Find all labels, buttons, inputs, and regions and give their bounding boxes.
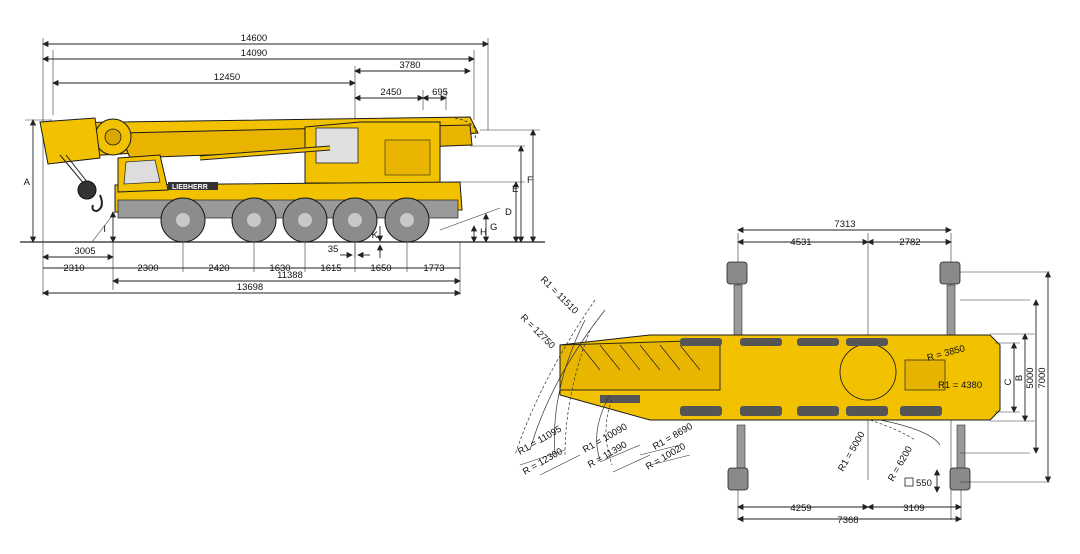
dim-letter-D: D (505, 207, 512, 218)
dim-2782: 2782 (899, 237, 920, 248)
dim-4259: 4259 (790, 503, 811, 514)
wheels (160, 197, 430, 243)
liebherr-logo: LIEBHERR (172, 184, 208, 191)
crane-side-body: LIEBHERR (39, 116, 501, 243)
dim-14600: 14600 (241, 33, 267, 44)
radius-r1-4380: R1 = 4380 (938, 380, 982, 391)
dim-1630: 1630 (269, 263, 290, 274)
dim-letter-A: A (24, 177, 31, 188)
dim-3109: 3109 (903, 503, 924, 514)
dim-letter-B: B (1014, 375, 1025, 381)
dim-2420: 2420 (208, 263, 229, 274)
dim-7313: 7313 (834, 219, 855, 230)
dim-letter-G: G (490, 222, 497, 233)
dim-35: 35 (328, 244, 339, 255)
dim-7000: 7000 (1037, 367, 1048, 388)
dim-2450: 2450 (380, 87, 401, 98)
dim-695: 695 (432, 87, 448, 98)
dim-3780: 3780 (399, 60, 420, 71)
dim-3005: 3005 (74, 246, 95, 257)
dim-12450: 12450 (214, 72, 240, 83)
radius-r1-5000: R1 = 5000 (836, 430, 868, 474)
dim-13698: 13698 (237, 282, 263, 293)
side-view: 14600 14090 12450 3780 2450 695 (20, 33, 545, 297)
dim-7368: 7368 (837, 515, 858, 526)
dim-14090: 14090 (241, 48, 267, 59)
dim-letter-E: E (512, 184, 518, 195)
top-view: 7313 4531 2782 (514, 219, 1052, 526)
dim-letter-K: K (372, 230, 379, 241)
dim-11388: 11388 (277, 270, 303, 281)
dim-letter-I: I (103, 224, 106, 235)
dim-letter-C: C (1003, 378, 1014, 385)
radius-r1-11510: R1 = 11510 (538, 274, 580, 316)
swing-radius-arcs (514, 299, 941, 466)
dim-1615: 1615 (320, 263, 341, 274)
crane-top-body (559, 334, 1001, 421)
dim-4531: 4531 (790, 237, 811, 248)
dim-5000: 5000 (1025, 367, 1036, 388)
dim-2310: 2310 (63, 263, 84, 274)
dim-1650: 1650 (370, 263, 391, 274)
outrigger-pad-550: 550 (916, 478, 932, 489)
dim-1773: 1773 (423, 263, 444, 274)
dim-letter-F: F (527, 175, 533, 186)
radius-r-12750: R = 12750 (518, 312, 557, 351)
dim-2300: 2300 (137, 263, 158, 274)
